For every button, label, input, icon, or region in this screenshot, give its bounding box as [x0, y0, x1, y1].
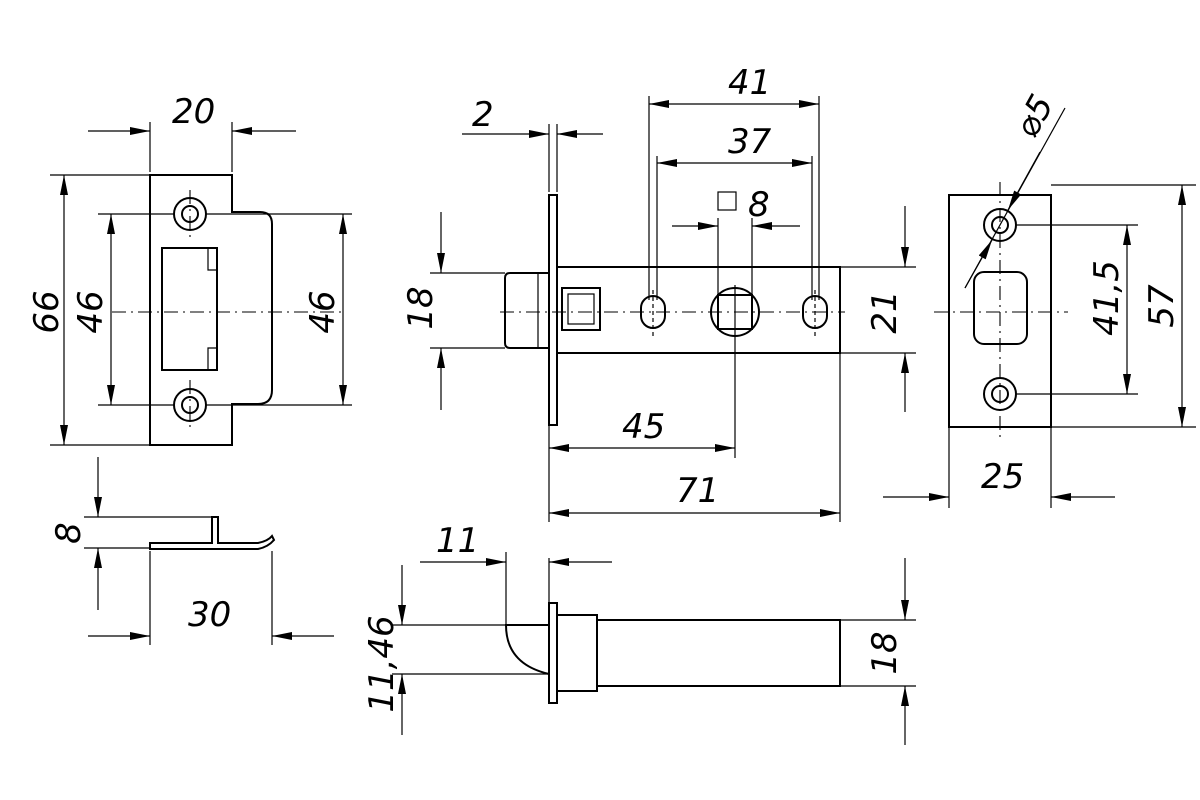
strike-plate-front-view: [112, 174, 345, 446]
dim-strike-lip-height: 8: [49, 457, 212, 610]
dim-label-20: 20: [172, 92, 215, 132]
dim-fixing-spacing-41: 41: [648, 63, 820, 300]
dim-strike-holes-right: 46: [206, 213, 352, 406]
dim-faceplate-width: 25: [883, 427, 1115, 508]
dim-label-8-square: 8: [748, 185, 770, 225]
dim-strike-holes-left: 46: [71, 213, 174, 406]
dim-label-11: 11: [436, 521, 479, 561]
dim-body-length: 71: [549, 353, 841, 522]
dim-latch-side-height: 18: [840, 558, 916, 745]
dim-fixing-spacing-37: 37: [656, 122, 813, 300]
dim-backset: 45: [548, 340, 736, 522]
latch-side-view: [504, 552, 841, 704]
dim-latch-offset: 11,46: [362, 565, 549, 735]
dim-faceplate-height: 57: [1051, 184, 1196, 428]
dim-label-57: 57: [1142, 284, 1182, 328]
faceplate-end-view: [934, 182, 1068, 440]
dim-label-8-side: 8: [49, 522, 89, 544]
latch-front-view: [500, 194, 845, 426]
dim-faceplate-holes: 41,5: [1016, 224, 1138, 395]
dim-label-45: 45: [622, 407, 665, 447]
dim-faceplate-thickness: 2: [462, 95, 603, 192]
dim-spindle-square: 8: [672, 185, 800, 295]
dim-label-11-46: 11,46: [362, 615, 402, 712]
dim-screw-hole-diameter: ⌀5: [964, 88, 1066, 289]
dim-label-41-5: 41,5: [1087, 260, 1127, 336]
dim-label-46-left: 46: [71, 290, 111, 333]
dim-label-66: 66: [27, 290, 67, 333]
dim-bolt-height: 18: [401, 212, 505, 410]
dim-label-2: 2: [472, 95, 494, 135]
dim-label-46-right: 46: [303, 290, 343, 333]
dim-label-diameter-5: ⌀5: [1007, 88, 1062, 144]
dim-latch-projection: 11: [420, 521, 612, 566]
strike-plate-side-view: [149, 516, 276, 645]
dim-label-18-bolt: 18: [401, 286, 441, 329]
dim-strike-width: 20: [88, 92, 296, 172]
dim-body-height: 21: [840, 206, 916, 412]
square-symbol-icon: [717, 191, 737, 211]
dim-strike-lip-length: 30: [88, 595, 334, 640]
dim-label-71: 71: [676, 471, 719, 511]
dim-label-37: 37: [728, 122, 772, 162]
dim-label-25: 25: [981, 457, 1024, 497]
dim-label-41: 41: [728, 63, 771, 103]
dim-label-30: 30: [188, 595, 231, 635]
dim-label-18-side: 18: [865, 631, 905, 674]
dim-label-21: 21: [865, 290, 905, 333]
dim-strike-height: 66: [27, 174, 150, 446]
